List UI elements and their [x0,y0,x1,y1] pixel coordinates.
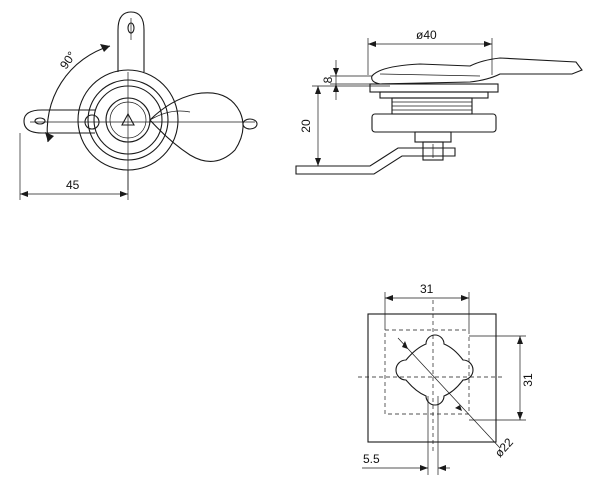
cover-lever [371,57,583,85]
flange [369,83,499,93]
diameter-leader [397,337,501,449]
dust-cover [149,92,244,162]
front-view: 90° 45 [19,11,258,200]
cover-tip [242,118,258,130]
panel-square [367,313,497,443]
width-label: 45 [66,178,80,192]
screw [422,141,444,161]
cutout-shape [395,334,474,406]
offset-label: 5.5 [363,452,380,466]
angle-label: 90° [57,49,79,72]
nut [371,113,497,133]
arc-arrow-end [100,44,110,52]
cutout-width-label: 31 [420,282,434,296]
upper-tab [117,11,145,72]
left-tab-slot [34,117,46,125]
side-view: ø40 8 20 [295,28,583,175]
cutout-view: 31 31 ø22 5.5 [358,282,535,475]
diameter-label: ø40 [416,28,437,42]
left-tab [23,109,95,134]
rotation-arc [46,45,111,143]
height-label: 20 [299,119,313,133]
cutout-height-label: 31 [521,373,535,387]
thickness-label: 8 [321,76,335,83]
arc-arrow-start [45,132,54,142]
cam-arm [295,147,456,175]
